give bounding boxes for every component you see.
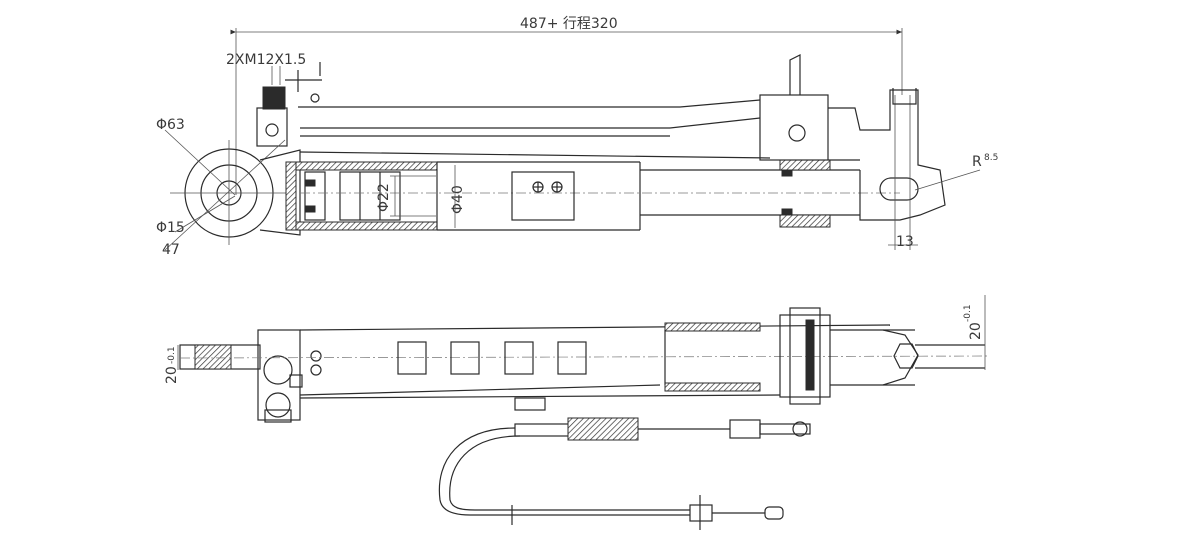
sensor-block: [511, 171, 575, 221]
slot-dimensions: R 8.5 13: [896, 153, 998, 250]
right-bracket: [759, 54, 946, 250]
left-eye: [164, 129, 301, 251]
left-shaft: 20 -0.1: [164, 344, 261, 384]
thread-spec-label: 2XM12X1.5: [226, 52, 306, 68]
overall-length-dimension: 487+ 行程320: [230, 16, 903, 195]
cylinder-body: Φ22 Φ40: [285, 161, 900, 231]
left-shaft-tolerance: -0.1: [167, 346, 177, 364]
hole-diameter-label: Φ15: [156, 220, 185, 236]
left-end-block: [257, 329, 322, 423]
left-eye-dimensions: Φ63 Φ15 47: [156, 117, 185, 258]
left-shaft-size: 20: [164, 366, 180, 384]
slot-width-label: 13: [896, 234, 914, 250]
top-view: 487+ 行程320 2XM12X1.5: [156, 16, 998, 258]
control-cable: [438, 417, 811, 530]
overall-length-label: 487+ 行程320: [520, 16, 618, 32]
upper-linkage-bar: [298, 99, 771, 159]
piston-rod: [639, 159, 860, 230]
right-shaft-size: 20: [968, 322, 984, 340]
boss-diameter-label: 47: [162, 242, 180, 258]
right-shaft-tolerance: -0.1: [963, 304, 973, 322]
slot-radius-value: 8.5: [984, 153, 998, 163]
rod-end-section: 20 -0.1: [664, 295, 986, 405]
rod-diameter-label: Φ22: [376, 183, 392, 212]
outer-diameter-label: Φ63: [156, 117, 185, 133]
valve-fitting: [256, 62, 322, 147]
cylinder-body-bottom: [179, 324, 991, 411]
thread-spec-callout: 2XM12X1.5: [226, 52, 306, 85]
bore-diameter-label: Φ40: [450, 185, 466, 214]
bottom-view: 20 -0.1: [164, 295, 991, 530]
slot-radius-prefix: R: [972, 154, 982, 170]
